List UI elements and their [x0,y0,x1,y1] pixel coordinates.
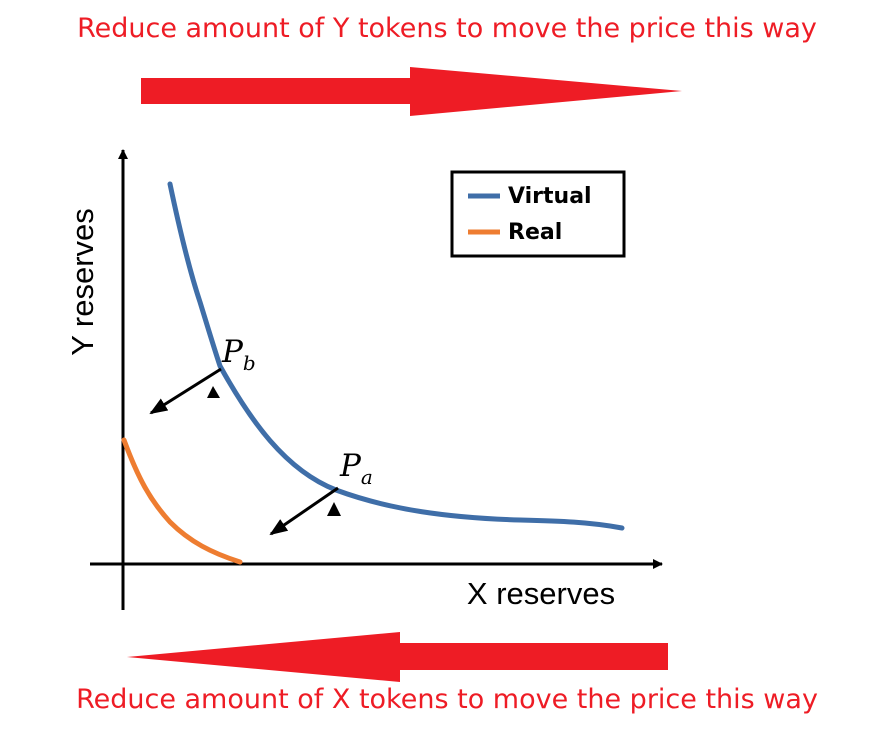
legend-box [450,170,626,258]
x-axis-label: X reserves [467,576,615,611]
pa-delta-icon [327,502,341,516]
left-arrow-icon [127,632,668,682]
point-label-pa: Pa [339,448,373,489]
point-label-pb: Pb [221,334,256,375]
legend-label-real: Real [508,220,562,245]
legend-label-virtual: Virtual [508,184,592,209]
pb-delta-icon [207,386,220,398]
pb-gradient-arrow [149,367,222,415]
pa-gradient-arrow [269,486,339,536]
real-curve [121,437,243,565]
right-arrow-icon [141,67,682,116]
top-caption: Reduce amount of Y tokens to move the pr… [77,13,817,44]
legend: Virtual Real [450,170,626,258]
bottom-caption: Reduce amount of X tokens to move the pr… [76,684,818,715]
y-axis-label: Y reserves [65,208,100,356]
virtual-curve [167,181,625,531]
